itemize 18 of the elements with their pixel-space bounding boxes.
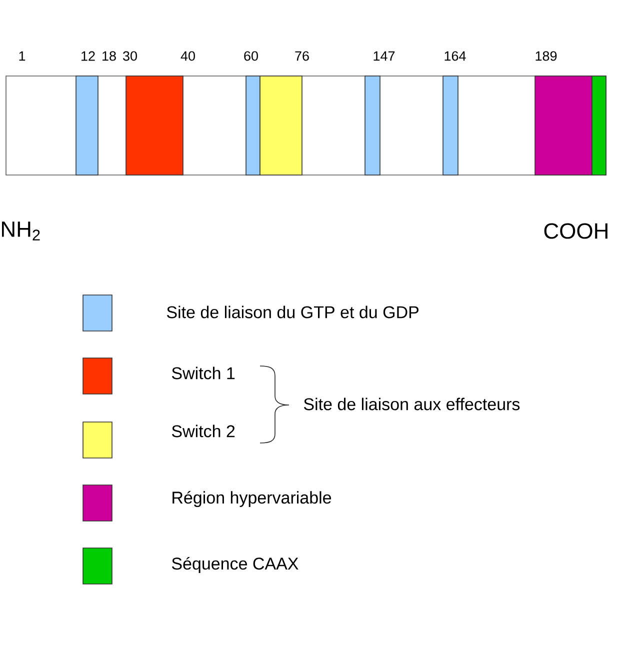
residue-number: 76	[295, 51, 309, 61]
legend-label: Switch 1	[172, 366, 235, 380]
bracket-label: Site de liaison aux effecteurs	[304, 398, 520, 410]
terminus-label: COOH	[544, 223, 608, 239]
legend-label: Région hypervariable	[172, 490, 332, 508]
residue-number: 164	[444, 51, 466, 61]
residue-number: 1	[19, 51, 26, 61]
residue-number: 18	[102, 51, 116, 61]
legend-label: Site de liaison du GTP et du GDP	[166, 306, 418, 318]
residue-number: 30	[123, 51, 137, 61]
residue-number: 189	[536, 51, 557, 61]
residue-number: 12	[82, 51, 95, 61]
legend-label: Switch 2	[172, 424, 235, 438]
residue-number: 40	[180, 51, 195, 61]
residue-number: 147	[374, 51, 395, 61]
terminus-label: NH$_{2}$	[2, 222, 40, 240]
residue-number: 60	[244, 51, 258, 61]
legend-label: Séquence CAAX	[172, 556, 298, 574]
